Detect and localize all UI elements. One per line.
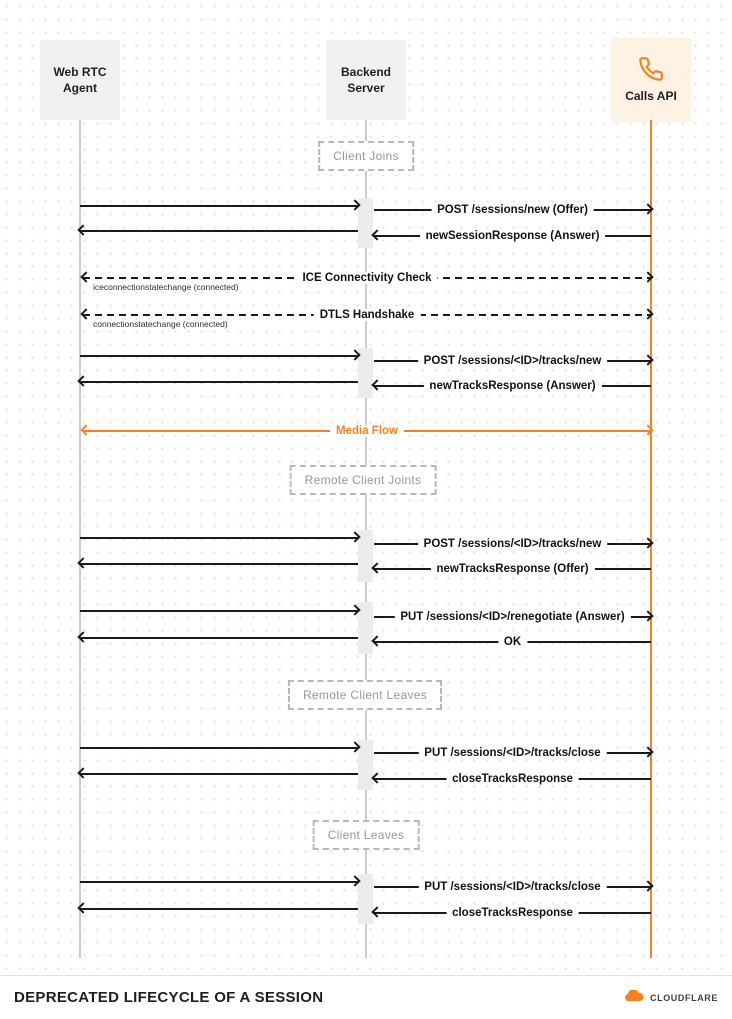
arrowhead-left-icon (371, 229, 383, 241)
arrowhead-left-icon (371, 635, 383, 647)
message-label: PUT /sessions/<ID>/tracks/close (418, 747, 607, 759)
footer: DEPRECATED LIFECYCLE OF A SESSION CLOUDF… (0, 975, 732, 1019)
arrow-line (80, 881, 358, 883)
message-label: PUT /sessions/<ID>/tracks/close (418, 881, 607, 893)
arrow-line (80, 355, 358, 357)
message-label: DTLS Handshake (313, 309, 421, 321)
cloudflare-logo: CLOUDFLARE (624, 988, 718, 1007)
section-label: Client Leaves (327, 828, 405, 842)
actor-backend-server: Backend Server (326, 40, 406, 120)
arrow-request (80, 604, 361, 616)
message-label: closeTracksResponse (446, 907, 579, 919)
arrow-close-tracks-response: closeTracksResponse (371, 772, 651, 785)
arrow-response (77, 902, 358, 914)
lifeline-webrtc (79, 120, 81, 958)
arrow-post-tracks-new: POST /sessions/<ID>/tracks/new (374, 537, 654, 550)
arrowhead-left-icon (80, 271, 92, 283)
arrow-ice-connectivity-check: ICE Connectivity Check iceconnectionstate… (80, 271, 654, 292)
arrow-ok: OK (371, 635, 651, 648)
activation-bar (358, 348, 373, 398)
arrowhead-left-icon (371, 562, 383, 574)
section-remote-client-leaves: Remote Client Leaves (287, 680, 443, 710)
arrowhead-left-icon (80, 308, 92, 320)
arrow-line (80, 908, 358, 910)
arrowhead-left-icon (371, 906, 383, 918)
arrow-line (80, 637, 358, 639)
arrow-put-tracks-close: PUT /sessions/<ID>/tracks/close (374, 746, 654, 759)
arrow-request (80, 531, 361, 543)
arrow-line (80, 773, 358, 775)
message-label: ICE Connectivity Check (296, 272, 438, 284)
activation-bar (358, 740, 373, 790)
arrow-response (77, 631, 358, 643)
lifeline-calls-api (650, 120, 652, 958)
actor-label: Web RTC Agent (53, 64, 107, 95)
arrow-line (80, 537, 358, 539)
section-label: Remote Client Leaves (302, 688, 428, 702)
message-label: newSessionResponse (Answer) (419, 230, 606, 242)
section-client-leaves: Client Leaves (312, 820, 420, 850)
section-label: Client Joins (333, 149, 399, 163)
activation-bar (358, 874, 373, 924)
arrow-new-tracks-response-offer: newTracksResponse (Offer) (371, 562, 651, 575)
message-label: newTracksResponse (Answer) (423, 380, 602, 392)
event-note: iceconnectionstatechange (connected) (93, 282, 239, 292)
message-label: POST /sessions/<ID>/tracks/new (417, 538, 608, 550)
event-note: connectionstatechange (connected) (93, 319, 228, 329)
message-label: POST /sessions/new (Offer) (431, 204, 594, 216)
arrowhead-left-icon (80, 424, 92, 436)
message-label: OK (497, 636, 528, 648)
arrow-new-tracks-response-answer: newTracksResponse (Answer) (371, 379, 651, 392)
actor-webrtc-agent: Web RTC Agent (40, 40, 120, 120)
page-title: DEPRECATED LIFECYCLE OF A SESSION (14, 989, 324, 1006)
arrow-request (80, 875, 361, 887)
brand-name: CLOUDFLARE (650, 992, 718, 1003)
arrow-post-tracks-new: POST /sessions/<ID>/tracks/new (374, 354, 654, 367)
actor-calls-api: Calls API (611, 38, 691, 122)
message-label: closeTracksResponse (446, 773, 579, 785)
cloudflare-cloud-icon (624, 988, 646, 1007)
arrow-put-tracks-close: PUT /sessions/<ID>/tracks/close (374, 880, 654, 893)
arrow-line (80, 381, 358, 383)
actor-label: Calls API (625, 88, 677, 103)
arrow-close-tracks-response: closeTracksResponse (371, 906, 651, 919)
activation-bar (358, 198, 373, 248)
arrow-new-session-response: newSessionResponse (Answer) (371, 229, 651, 242)
arrow-media-flow: Media Flow (80, 424, 654, 437)
arrow-request (80, 349, 361, 361)
phone-icon (638, 56, 664, 82)
message-label: Media Flow (330, 425, 404, 437)
arrow-line (80, 563, 358, 565)
message-label: newTracksResponse (Offer) (430, 563, 595, 575)
sequence-diagram: Web RTC Agent Backend Server Calls API C… (0, 0, 732, 975)
actor-label: Backend Server (340, 64, 392, 95)
arrowhead-left-icon (371, 772, 383, 784)
section-label: Remote Client Joints (304, 473, 422, 487)
message-label: POST /sessions/<ID>/tracks/new (417, 355, 608, 367)
arrow-request (80, 199, 361, 211)
arrow-request (80, 741, 361, 753)
arrow-response (77, 224, 358, 236)
arrow-line (80, 747, 358, 749)
arrow-response (77, 375, 358, 387)
section-client-joins: Client Joins (318, 141, 414, 171)
arrow-line (80, 205, 358, 207)
activation-bar (358, 602, 373, 654)
arrow-dtls-handshake: DTLS Handshake connectionstatechange (con… (80, 308, 654, 329)
arrowhead-left-icon (371, 379, 383, 391)
arrow-response (77, 557, 358, 569)
arrow-put-renegotiate: PUT /sessions/<ID>/renegotiate (Answer) (374, 610, 654, 623)
arrow-post-sessions-new: POST /sessions/new (Offer) (374, 203, 654, 216)
arrow-line (80, 230, 358, 232)
arrow-line (80, 610, 358, 612)
activation-bar (358, 530, 373, 582)
arrow-response (77, 767, 358, 779)
section-remote-client-joins: Remote Client Joints (289, 465, 437, 495)
message-label: PUT /sessions/<ID>/renegotiate (Answer) (394, 611, 631, 623)
